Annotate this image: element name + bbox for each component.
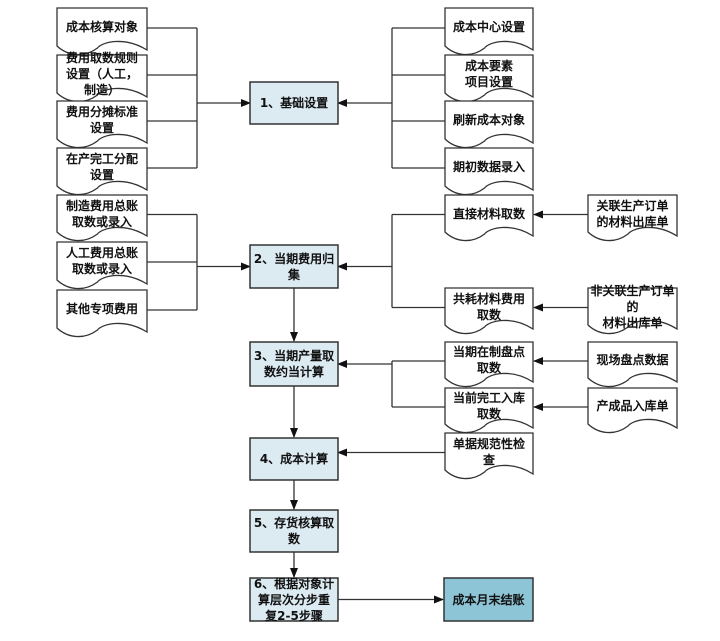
connectors xyxy=(147,27,588,604)
left-doc-7 xyxy=(56,289,148,338)
source-doc-1 xyxy=(587,194,678,242)
right-doc-6 xyxy=(444,287,534,335)
left-doc-6 xyxy=(56,241,148,290)
source-doc-3 xyxy=(587,341,678,388)
right-doc-2 xyxy=(444,54,534,103)
final-box xyxy=(443,577,534,622)
step-box-3 xyxy=(249,341,339,387)
left-doc-1 xyxy=(56,7,148,56)
step-box-5 xyxy=(249,509,339,553)
left-doc-4 xyxy=(56,147,148,196)
left-doc-3 xyxy=(56,100,148,149)
left-doc-2 xyxy=(56,54,148,103)
shapes xyxy=(56,7,678,622)
right-doc-7 xyxy=(444,341,534,388)
right-doc-8 xyxy=(444,387,534,434)
step-box-1 xyxy=(249,81,339,125)
step-box-6 xyxy=(249,577,339,622)
step-box-4 xyxy=(249,437,339,481)
right-doc-5 xyxy=(444,194,534,242)
right-doc-4 xyxy=(444,147,534,196)
source-doc-2 xyxy=(587,287,678,335)
source-doc-4 xyxy=(587,387,678,434)
right-doc-1 xyxy=(444,7,534,56)
right-doc-9 xyxy=(444,432,534,480)
left-doc-5 xyxy=(56,194,148,242)
step-box-2 xyxy=(249,244,339,289)
right-doc-3 xyxy=(444,100,534,149)
